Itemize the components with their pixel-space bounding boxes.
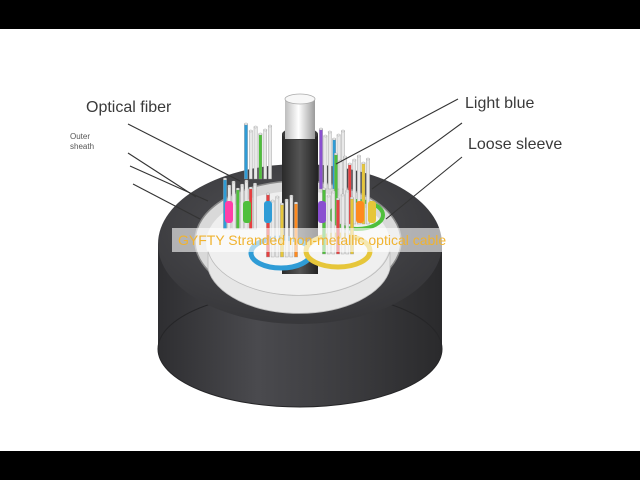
optical-fiber-end xyxy=(326,194,331,198)
fiber-sub-tube xyxy=(318,201,326,223)
optical-fiber-end xyxy=(352,158,357,162)
optical-fiber xyxy=(253,126,258,180)
optical-fiber-end xyxy=(243,122,248,126)
optical-fiber-end xyxy=(345,189,350,193)
fiber-sub-tube xyxy=(356,201,364,223)
optical-fiber-end xyxy=(336,197,341,201)
leader-loose-sleeve-2 xyxy=(385,156,463,220)
optical-fiber-end xyxy=(319,127,324,131)
label-loose-sleeve: Loose sleeve xyxy=(468,136,563,153)
optical-fiber-end xyxy=(222,177,227,181)
video-frame: Optical fiber Outer sheath Light blue Lo… xyxy=(0,29,640,451)
optical-fiber-end xyxy=(334,152,339,156)
optical-fiber-end xyxy=(268,124,273,128)
fiber-sub-tube xyxy=(243,201,251,223)
label-light-blue: Light blue xyxy=(465,95,535,112)
optical-fiber-end xyxy=(341,129,346,133)
leader-outer-sheath-3 xyxy=(132,183,201,220)
optical-fiber-end xyxy=(284,198,289,202)
optical-fiber-end xyxy=(248,129,253,133)
optical-fiber-end xyxy=(240,183,245,187)
optical-fiber-end xyxy=(280,202,285,206)
optical-fiber-end xyxy=(266,192,271,196)
label-outer-sheath-line2: sheath xyxy=(70,142,95,151)
optical-fiber-end xyxy=(340,193,345,197)
optical-fiber-end xyxy=(258,132,263,136)
optical-fiber-end xyxy=(332,137,337,141)
optical-fiber xyxy=(248,130,253,180)
video-subtitle: GYFTY Stranded non-metallic optical cabl… xyxy=(172,228,453,252)
optical-fiber xyxy=(323,135,328,190)
optical-fiber-end xyxy=(356,154,361,158)
label-outer-sheath-line1: Outer xyxy=(70,132,91,141)
leader-optical-fiber xyxy=(127,123,241,182)
optical-fiber xyxy=(253,183,257,230)
optical-fiber-end xyxy=(235,187,240,191)
optical-fiber-end xyxy=(350,196,355,200)
optical-fiber xyxy=(244,123,248,180)
optical-fiber-end xyxy=(343,155,348,159)
leader-loose-sleeve-1 xyxy=(371,122,463,190)
optical-fiber-end xyxy=(263,128,268,132)
optical-fiber-end xyxy=(227,184,232,188)
optical-fiber-end xyxy=(244,179,249,183)
leader-lines xyxy=(127,98,463,220)
fiber-sub-tube xyxy=(368,201,376,223)
optical-fiber-end xyxy=(275,195,280,199)
optical-fiber-end xyxy=(270,199,275,203)
optical-fiber-end xyxy=(323,134,328,138)
leader-light-blue xyxy=(335,98,459,165)
optical-fiber-end xyxy=(294,201,299,205)
optical-fiber-end xyxy=(347,162,352,166)
optical-fiber xyxy=(258,133,263,180)
optical-fiber xyxy=(328,131,332,190)
optical-fiber-end xyxy=(248,186,253,190)
leader-outer-sheath-1 xyxy=(127,152,197,198)
optical-fiber-end xyxy=(322,187,327,191)
optical-fiber-end xyxy=(252,182,257,186)
optical-fiber-end xyxy=(231,180,236,184)
leader-outer-sheath-2 xyxy=(129,165,209,202)
fiber-sub-tube xyxy=(225,201,233,223)
optical-fiber xyxy=(236,188,240,230)
optical-fiber xyxy=(268,125,272,180)
optical-fiber-end xyxy=(366,157,371,161)
optical-fiber-end xyxy=(331,190,336,194)
optical-fiber xyxy=(263,129,268,180)
optical-fiber-end xyxy=(361,161,366,165)
optical-fiber-end xyxy=(327,130,332,134)
optical-fiber xyxy=(319,128,323,190)
optical-fiber-end xyxy=(253,125,258,129)
optical-fiber-end xyxy=(289,194,294,198)
central-rod xyxy=(285,99,315,139)
label-optical-fiber: Optical fiber xyxy=(86,99,172,116)
optical-fiber-end xyxy=(336,133,341,137)
fiber-sub-tube xyxy=(264,201,272,223)
